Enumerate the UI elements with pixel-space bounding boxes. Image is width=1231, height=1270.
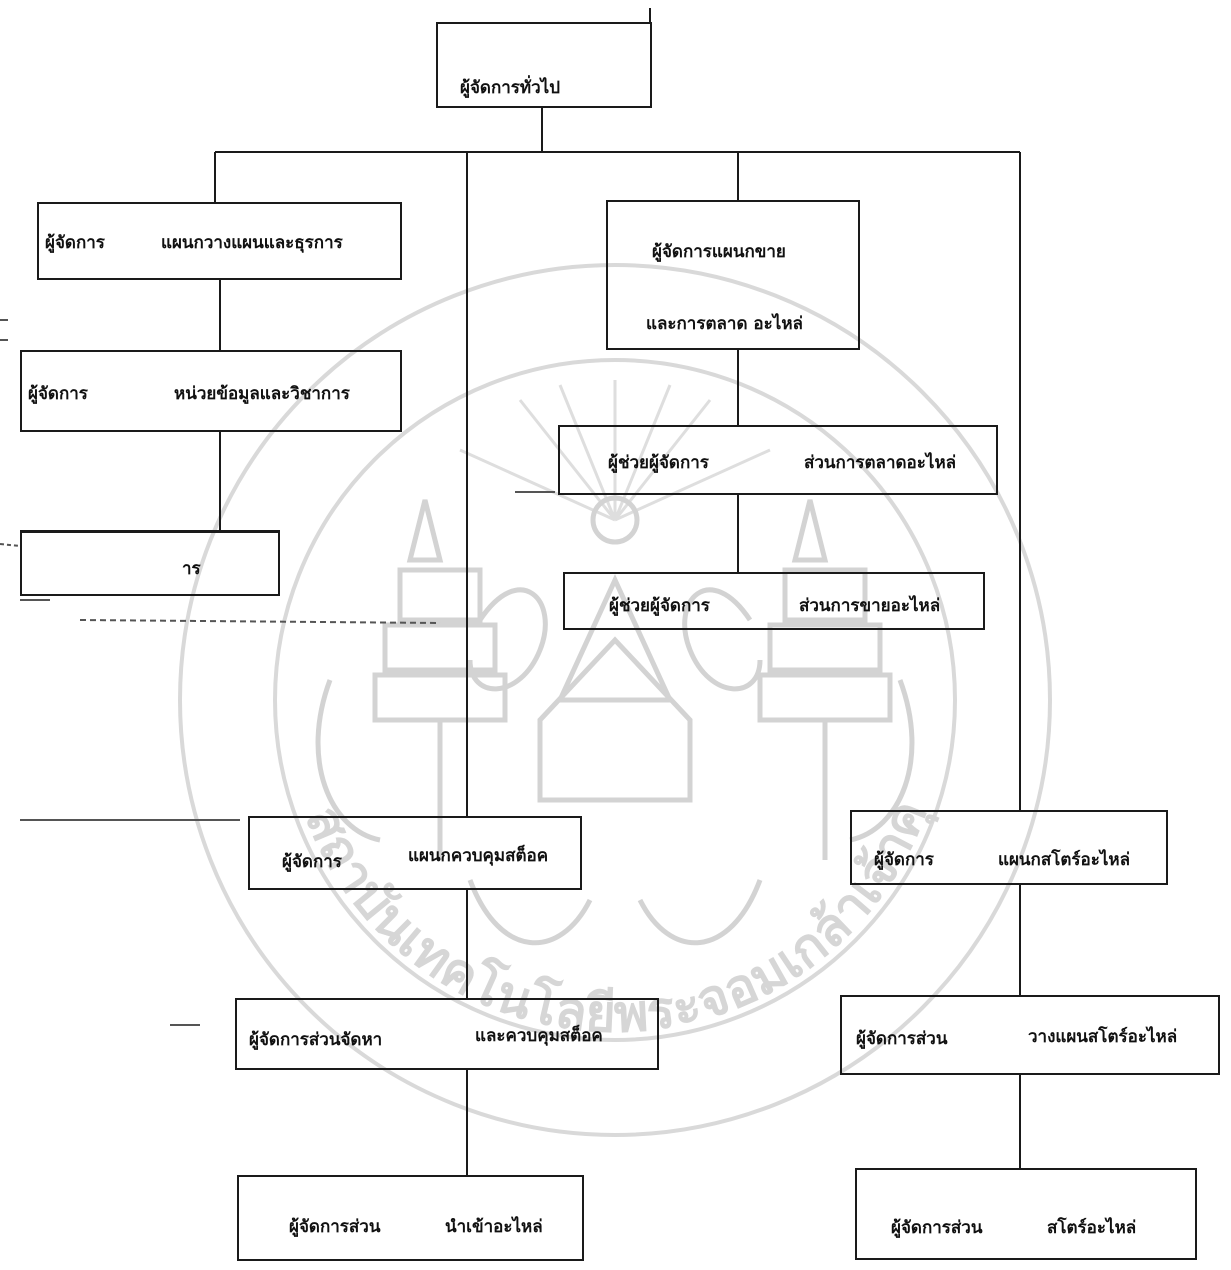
parts-store-dept-title: ผู้จัดการ bbox=[874, 846, 934, 873]
asst-sales-unit: ส่วนการขายอะไหล่ bbox=[799, 592, 940, 619]
procurement-unit: และควบคุมสต็อค bbox=[475, 1022, 603, 1049]
import-parts-unit: นำเข้าอะไหล่ bbox=[445, 1213, 543, 1240]
parts-store-box: ผู้จัดการส่วน สโตร์อะไหล่ bbox=[855, 1168, 1197, 1260]
sales-marketing-line2: และการตลาด อะไหล่ bbox=[646, 310, 803, 337]
data-academic-box: ผู้จัดการ หน่วยข้อมูลและวิชาการ bbox=[20, 350, 402, 432]
partial-unit-box: าร bbox=[20, 530, 280, 596]
stock-control-unit: แผนกควบคุมสต็อค bbox=[408, 842, 548, 869]
asst-sales-title: ผู้ช่วยผู้จัดการ bbox=[609, 592, 710, 619]
import-parts-box: ผู้จัดการส่วน นำเข้าอะไหล่ bbox=[237, 1175, 584, 1261]
asst-sales-box: ผู้ช่วยผู้จัดการ ส่วนการขายอะไหล่ bbox=[563, 572, 985, 630]
store-planning-box: ผู้จัดการส่วน วางแผนสโตร์อะไหล่ bbox=[840, 995, 1220, 1075]
planning-admin-unit: แผนกวางแผนและธุรการ bbox=[161, 229, 343, 256]
parts-store-title: ผู้จัดการส่วน bbox=[891, 1214, 982, 1241]
store-planning-unit: วางแผนสโตร์อะไหล่ bbox=[1028, 1023, 1177, 1050]
stock-control-box: ผู้จัดการ แผนกควบคุมสต็อค bbox=[248, 816, 582, 890]
procurement-box: ผู้จัดการส่วนจัดหา และควบคุมสต็อค bbox=[235, 998, 659, 1070]
parts-store-unit: สโตร์อะไหล่ bbox=[1047, 1214, 1136, 1241]
procurement-title: ผู้จัดการส่วนจัดหา bbox=[249, 1026, 382, 1053]
sales-marketing-line1: ผู้จัดการแผนกขาย bbox=[652, 238, 786, 265]
parts-store-dept-unit: แผนกสโตร์อะไหล่ bbox=[998, 846, 1130, 873]
asst-marketing-unit: ส่วนการตลาดอะไหล่ bbox=[804, 449, 956, 476]
asst-marketing-title: ผู้ช่วยผู้จัดการ bbox=[608, 449, 709, 476]
planning-admin-box: ผู้จัดการ แผนกวางแผนและธุรการ bbox=[37, 202, 402, 280]
data-academic-title: ผู้จัดการ bbox=[28, 380, 88, 407]
general-manager-box: ผู้จัดการทั่วไป bbox=[436, 22, 652, 108]
partial-unit-label: าร bbox=[182, 555, 201, 582]
planning-admin-title: ผู้จัดการ bbox=[45, 229, 105, 256]
import-parts-title: ผู้จัดการส่วน bbox=[289, 1213, 380, 1240]
store-planning-title: ผู้จัดการส่วน bbox=[856, 1025, 947, 1052]
sales-marketing-box: ผู้จัดการแผนกขาย และการตลาด อะไหล่ bbox=[606, 200, 860, 350]
stock-control-title: ผู้จัดการ bbox=[282, 848, 342, 875]
general-manager-label: ผู้จัดการทั่วไป bbox=[460, 74, 560, 101]
asst-marketing-box: ผู้ช่วยผู้จัดการ ส่วนการตลาดอะไหล่ bbox=[558, 425, 998, 495]
data-academic-unit: หน่วยข้อมูลและวิชาการ bbox=[174, 380, 350, 407]
parts-store-dept-box: ผู้จัดการ แผนกสโตร์อะไหล่ bbox=[850, 810, 1168, 885]
